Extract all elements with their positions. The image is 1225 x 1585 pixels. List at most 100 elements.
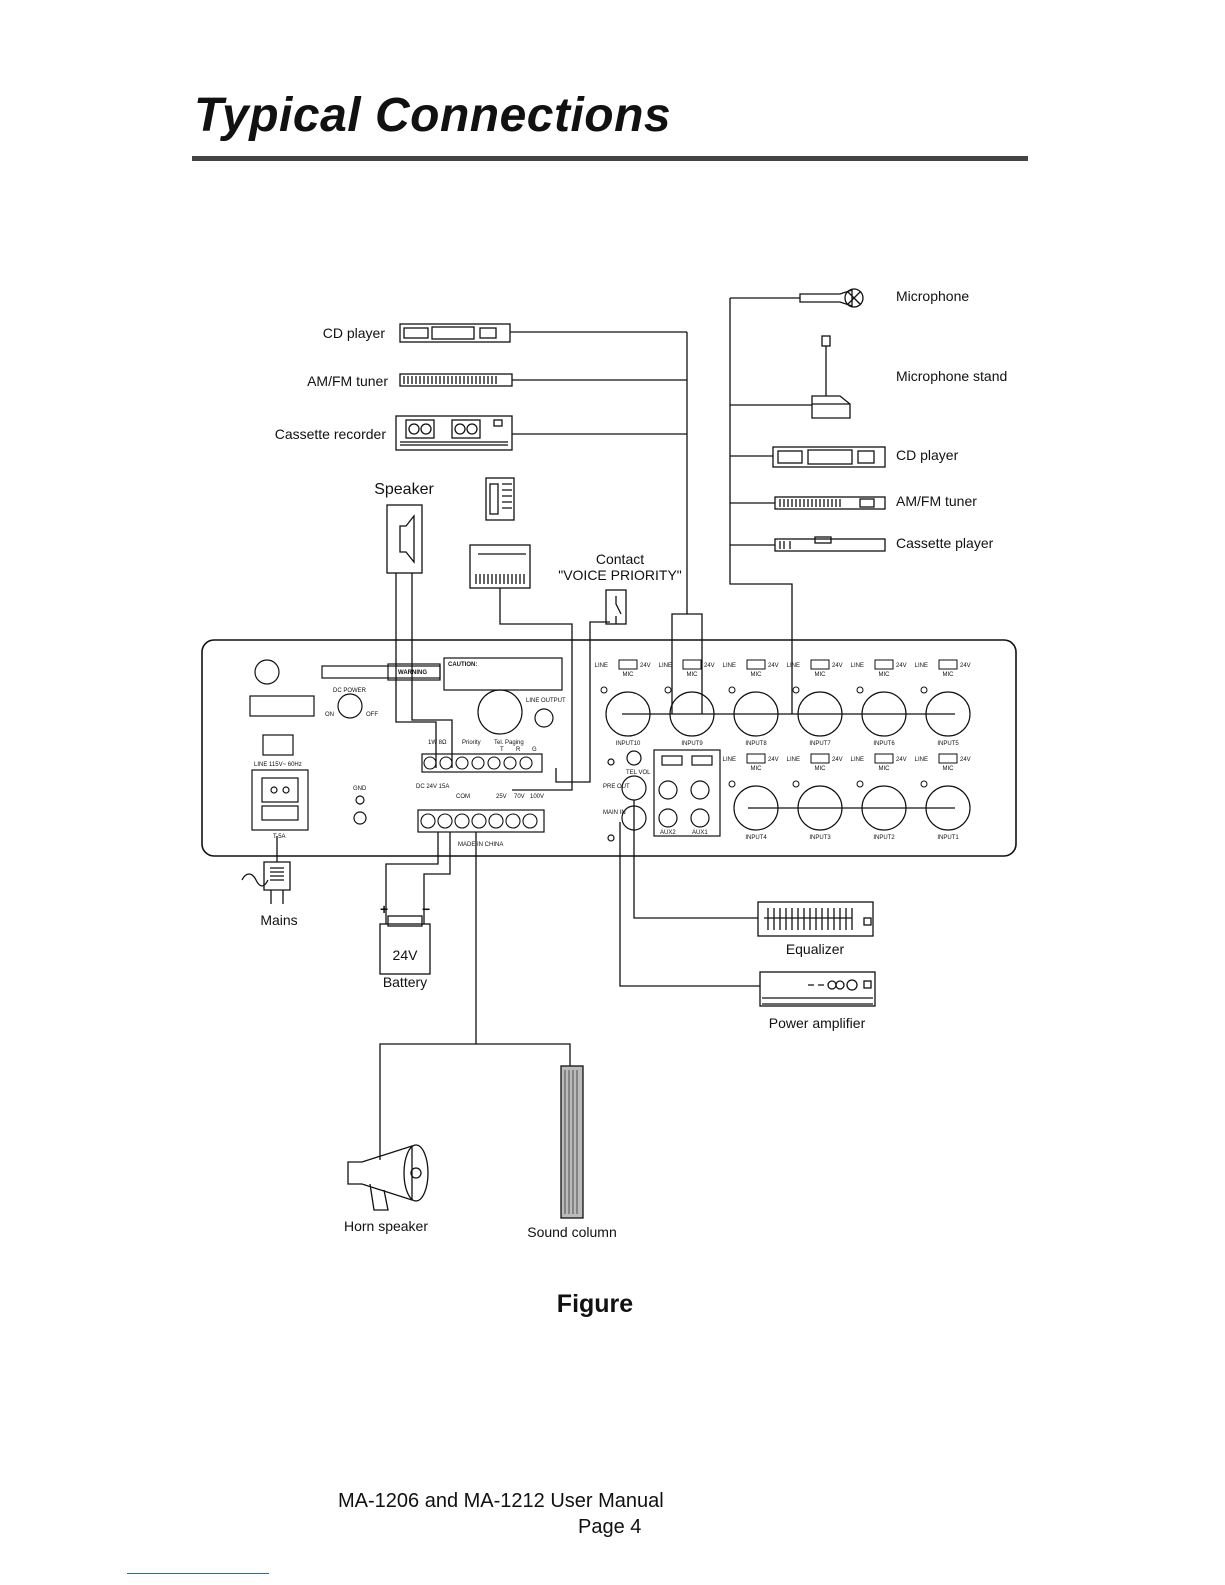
panel-dc-24v: DC 24V 15A xyxy=(416,784,449,790)
input-screw-top-4 xyxy=(856,686,864,694)
input-mic-top-5: MIC xyxy=(943,672,955,678)
input-switch-bottom-0 xyxy=(746,753,766,764)
label-equalizer: Equalizer xyxy=(786,941,845,957)
horn-speaker-icon xyxy=(347,1144,429,1211)
label-battery: Battery xyxy=(383,974,427,990)
tel-vol-knob xyxy=(626,750,642,766)
panel-25v: 25V xyxy=(496,794,507,800)
terminal-screw-upper xyxy=(439,756,453,770)
panel-fuse: T 5A xyxy=(273,834,286,840)
terminal-screw-upper xyxy=(423,756,437,770)
speaker-icon xyxy=(386,504,423,574)
input-label-top-5: INPUT5 xyxy=(937,741,959,747)
input-switch-bottom-3 xyxy=(938,753,958,764)
input-screw-bottom-2 xyxy=(856,780,864,788)
wire-equalizer xyxy=(633,800,758,919)
input-label-top-4: INPUT6 xyxy=(873,741,895,747)
panel-aux2: AUX2 xyxy=(660,830,676,836)
am-fm-tuner-left-icon xyxy=(399,373,513,387)
input-screw-top-1 xyxy=(664,686,672,694)
label-battery-voltage: 24V xyxy=(393,947,419,963)
label-battery-plus: + xyxy=(380,901,388,917)
label-sound-column: Sound column xyxy=(527,1224,617,1240)
wire-speaker-out xyxy=(379,832,477,1160)
label-speaker: Speaker xyxy=(374,481,434,498)
label-am-fm-tuner-right: AM/FM tuner xyxy=(896,493,977,509)
terminal-screw-lower xyxy=(488,813,504,829)
input-xlr-top-2 xyxy=(733,691,779,737)
terminal-screw-upper xyxy=(471,756,485,770)
paging-unit-icon xyxy=(469,544,531,589)
input-mic-bottom-2: MIC xyxy=(879,766,891,772)
cd-player-left-icon xyxy=(399,323,511,343)
label-contact: Contact xyxy=(596,551,644,567)
input-switch-top-0 xyxy=(618,659,638,670)
am-fm-tuner-right-icon xyxy=(774,496,886,510)
label-microphone-stand: Microphone stand xyxy=(896,368,1007,384)
input-switch-top-2 xyxy=(746,659,766,670)
label-microphone: Microphone xyxy=(896,288,969,304)
panel-100v: 100V xyxy=(530,794,544,800)
label-cassette-recorder: Cassette recorder xyxy=(275,426,387,442)
input-line-bottom-3: LINE xyxy=(915,757,928,763)
panel-r: R xyxy=(516,747,521,753)
input-screw-top-0 xyxy=(600,686,608,694)
input-24v-top-2: 24V xyxy=(768,663,779,669)
panel-aux1: AUX1 xyxy=(692,830,708,836)
wire-contact xyxy=(555,621,610,783)
brand-logo-icon xyxy=(254,659,280,685)
panel-70v: 70V xyxy=(514,794,525,800)
input-screw-top-2 xyxy=(728,686,736,694)
input-mic-bottom-1: MIC xyxy=(815,766,827,772)
panel-main-in: MAIN IN xyxy=(603,810,626,816)
panel-made-in: MADE IN CHINA xyxy=(458,842,503,848)
input-xlr-bottom-0 xyxy=(733,785,779,831)
line-output-connector-icon xyxy=(477,689,523,735)
panel-gnd: GND xyxy=(353,786,367,792)
input-xlr-top-0 xyxy=(605,691,651,737)
terminal-screw-upper xyxy=(455,756,469,770)
panel-tel-paging: Tel. Paging xyxy=(494,740,524,746)
input-mic-top-4: MIC xyxy=(879,672,891,678)
input-line-top-3: LINE xyxy=(787,663,800,669)
battery-icon xyxy=(379,915,431,975)
amplifier-rear-panel xyxy=(201,639,1017,857)
microphone-stand-icon xyxy=(811,335,851,419)
mains-plug-icon xyxy=(241,861,291,904)
input-connectors xyxy=(600,659,971,831)
panel-off: OFF xyxy=(366,712,378,718)
figure-caption: Figure xyxy=(556,1290,634,1318)
input-line-bottom-2: LINE xyxy=(851,757,864,763)
input-24v-top-1: 24V xyxy=(704,663,715,669)
terminal-block-upper xyxy=(421,753,543,773)
panel-dc-power: DC POWER xyxy=(333,688,367,694)
microphone-icon xyxy=(799,288,864,308)
label-horn-speaker: Horn speaker xyxy=(344,1218,428,1234)
label-cd-player-left: CD player xyxy=(323,325,386,341)
bottom-link-underline[interactable] xyxy=(127,1573,269,1574)
input-24v-bottom-0: 24V xyxy=(768,757,779,763)
input-line-bottom-1: LINE xyxy=(787,757,800,763)
dc-power-switch-icon xyxy=(337,693,363,719)
panel-on: ON xyxy=(325,712,334,718)
panel-line-voltage: LINE 115V~ 60Hz xyxy=(254,762,302,768)
input-label-top-3: INPUT7 xyxy=(809,741,831,747)
telephone-icon xyxy=(485,477,515,521)
input-mic-top-1: MIC xyxy=(687,672,699,678)
panel-priority: Priority xyxy=(462,740,481,746)
input-label-top-0: INPUT10 xyxy=(616,741,641,747)
terminal-screw-lower xyxy=(454,813,470,829)
input-xlr-bottom-3 xyxy=(925,785,971,831)
wire-right-bus xyxy=(729,298,793,714)
input-label-top-1: INPUT9 xyxy=(681,741,703,747)
input-mic-top-2: MIC xyxy=(751,672,763,678)
input-line-top-2: LINE xyxy=(723,663,736,669)
wire-power-amp xyxy=(619,822,760,987)
cd-player-right-icon xyxy=(772,446,886,468)
input-24v-top-5: 24V xyxy=(960,663,971,669)
heading-rule xyxy=(192,156,1028,161)
input-mic-bottom-0: MIC xyxy=(751,766,763,772)
power-amplifier-icon xyxy=(759,971,876,1007)
panel-pre-out: PRE OUT xyxy=(603,784,630,790)
wire-phone xyxy=(499,588,573,791)
